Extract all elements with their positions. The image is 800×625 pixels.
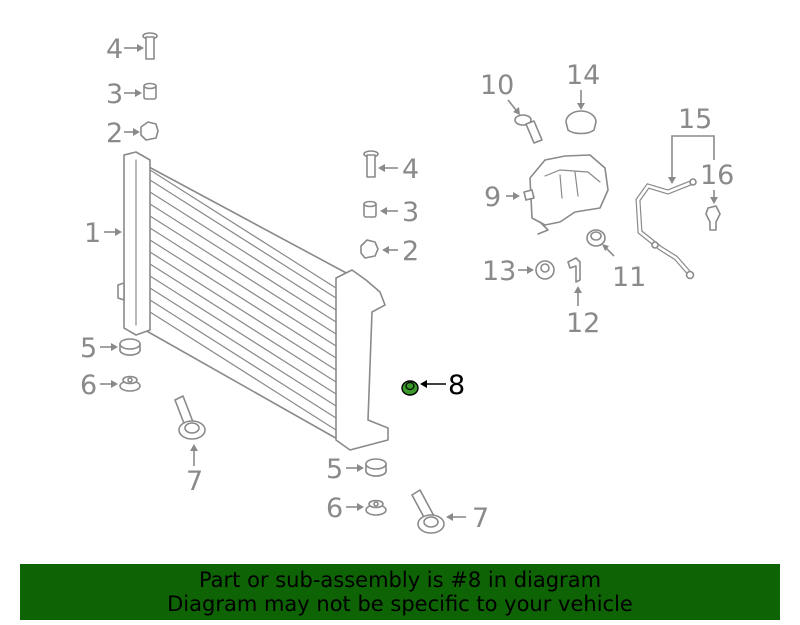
mount-5-left-part[interactable]	[119, 338, 141, 356]
mount-6-bottom-part[interactable]	[365, 499, 387, 516]
part-8-highlighted[interactable]	[401, 380, 419, 396]
bolt-4-top-part[interactable]	[142, 32, 158, 60]
callout-5-left: 5	[80, 333, 97, 364]
callout-15: 15	[678, 104, 712, 135]
grommet-2-right-part[interactable]	[360, 239, 379, 259]
nut-13-part[interactable]	[535, 260, 555, 280]
callout-12: 12	[566, 308, 600, 339]
callout-5-bottom: 5	[326, 454, 343, 485]
sensor-11-part[interactable]	[586, 229, 606, 247]
callout-10: 10	[480, 70, 514, 101]
callout-8-highlighted[interactable]: 8	[448, 370, 465, 401]
callout-13: 13	[482, 256, 516, 287]
callout-9: 9	[484, 182, 501, 213]
callout-3-top: 3	[106, 79, 123, 110]
callout-7-bottom: 7	[472, 503, 489, 534]
callout-2-top: 2	[106, 118, 123, 149]
radiator-part[interactable]	[117, 151, 389, 451]
callout-2-right: 2	[402, 236, 419, 267]
bracket-12-part[interactable]	[567, 257, 581, 283]
cap-14-part[interactable]	[565, 110, 597, 135]
grommet-2-top-part[interactable]	[140, 121, 159, 141]
callout-7-left: 7	[186, 466, 203, 497]
bolt-7-left-part[interactable]	[174, 395, 206, 440]
clip-16-part[interactable]	[705, 205, 721, 231]
callout-arrows	[100, 44, 718, 521]
callout-6-bottom: 6	[326, 493, 343, 524]
expansion-tank-part[interactable]	[523, 154, 609, 235]
hose-15-part[interactable]	[635, 178, 697, 280]
parts-diagram: 4 3 2 1 4 3 2 5 6 7 5 6 7 8 10 14 15 16 …	[80, 32, 734, 534]
banner-line-2: Diagram may not be specific to your vehi…	[167, 592, 633, 616]
info-banner: Part or sub-assembly is #8 in diagram Di…	[20, 564, 780, 620]
bolt-10-part[interactable]	[514, 114, 543, 144]
callout-6-left: 6	[80, 370, 97, 401]
callout-numbers: 4 3 2 1 4 3 2 5 6 7 5 6 7 8 10 14 15 16 …	[80, 34, 734, 534]
mount-6-left-part[interactable]	[119, 375, 141, 392]
callout-4-top: 4	[106, 34, 123, 65]
banner-line-1: Part or sub-assembly is #8 in diagram	[198, 568, 602, 592]
sleeve-3-right-part[interactable]	[363, 200, 377, 218]
callout-11: 11	[612, 262, 646, 293]
sleeve-3-top-part[interactable]	[143, 82, 157, 100]
callout-16: 16	[700, 160, 734, 191]
callout-1: 1	[84, 218, 101, 249]
mount-5-bottom-part[interactable]	[365, 458, 387, 477]
bolt-4-right-part[interactable]	[363, 150, 379, 178]
callout-14: 14	[566, 60, 600, 91]
callout-3-right: 3	[402, 197, 419, 228]
callout-4-right: 4	[402, 154, 419, 185]
bolt-7-bottom-part[interactable]	[411, 489, 445, 534]
